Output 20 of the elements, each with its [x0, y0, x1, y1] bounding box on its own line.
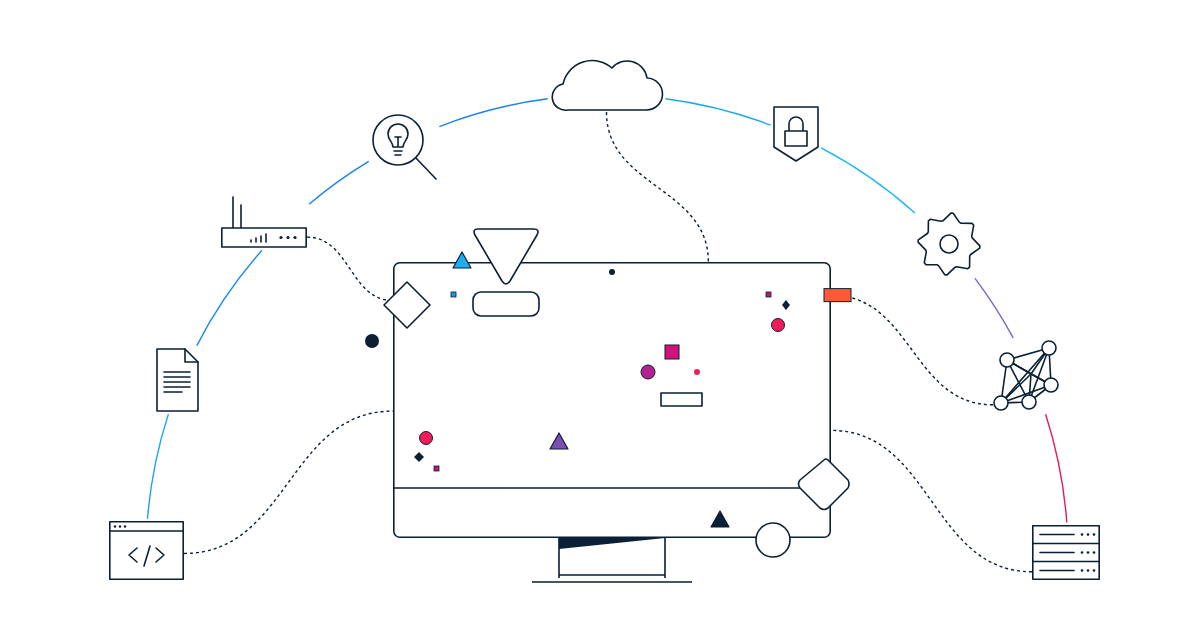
arc-line [664, 98, 772, 126]
network-icon [993, 340, 1059, 412]
gear-icon [917, 212, 981, 276]
arc-line [820, 147, 916, 214]
dashed-connector [830, 429, 1033, 573]
dashed-connector [605, 111, 710, 263]
arc-line [308, 160, 370, 205]
server-rack-icon [1032, 525, 1100, 580]
arc-line [196, 249, 263, 347]
lightbulb-magnifier-icon [371, 113, 437, 180]
arc-line [146, 413, 170, 520]
code-window-icon [109, 521, 184, 580]
monitor-screen [393, 262, 831, 538]
connector-with-end-tab [823, 288, 994, 406]
router-icon [221, 196, 307, 248]
document-icon [156, 348, 199, 412]
shield-lock-icon [773, 106, 819, 162]
arc-line [1044, 413, 1068, 524]
arc-line [974, 277, 1014, 339]
arc-line [438, 98, 549, 128]
